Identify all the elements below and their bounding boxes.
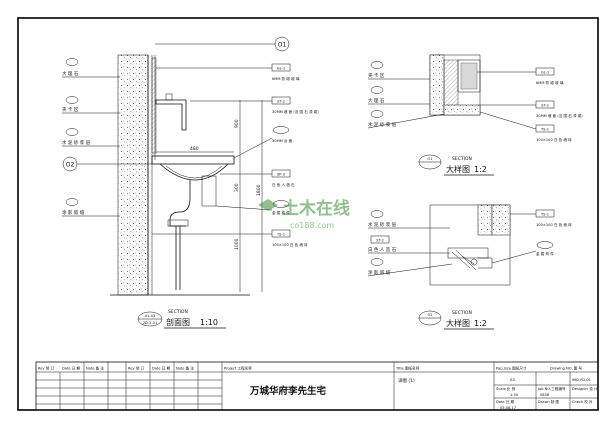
material-code: GL-1	[277, 67, 285, 71]
material-code: TS-1	[540, 128, 549, 132]
title-sub: 2D-2-01	[143, 321, 158, 325]
title-label: Title 图纸名称	[395, 366, 420, 371]
material-text: 6MM 防 磁 玻 璃	[536, 80, 564, 85]
rev-header: Note 备 注	[86, 366, 104, 371]
marker-label: O2	[66, 162, 75, 169]
watermark-brand: 土木在线	[282, 198, 350, 219]
title-section: SECTION	[452, 156, 472, 162]
title-main: 大样图	[446, 318, 470, 328]
drawing-title: 详图 (1)	[398, 377, 415, 384]
designer-label: Designer 设 计	[572, 386, 598, 391]
rev-header: Rev 修 订	[128, 366, 145, 371]
project-label: Project 工程名称	[224, 366, 252, 371]
watermark: 土木在线 co188.com	[258, 198, 350, 230]
drain-trap	[169, 180, 191, 227]
title-code: O1	[427, 157, 432, 161]
rev-header: Note 备 注	[176, 366, 194, 371]
callout-label: 夹 卡 区	[62, 106, 79, 113]
elevation-title: A1-03 2D-2-01 SECTION 剖面图 1:10	[137, 309, 226, 329]
callout-label: 涂 影 嵌 缝	[368, 269, 391, 276]
material-code: SP-3	[277, 173, 285, 177]
dim-text: 300	[234, 183, 240, 192]
drawn-label: Drawn 制 图	[538, 399, 560, 404]
date-label: Date 日 期	[496, 399, 514, 404]
detail1-left-callouts: 夹 卡 区 大 理 石 水 泥 砂 浆 层	[367, 61, 445, 129]
title-scale: 1:2	[474, 165, 487, 174]
section-elevation: O1 O2 900 480 300 1000 1800 大 理 石 夹 卡 区 …	[62, 36, 319, 329]
wall-hatch	[117, 54, 149, 296]
detail1-right-callouts: GL-1 6MM 防 磁 玻 璃 ST-2 30MM 墙 面 (法 国 石 漆 …	[477, 67, 583, 142]
title-block: Rev 修 订 Date 日 期 Note 备 注 Rev 修 订 Date 日…	[35, 361, 599, 411]
rev-header: Date 日 期	[62, 366, 80, 371]
material-code: ST-2	[376, 239, 384, 243]
material-code: GL-1	[541, 71, 549, 75]
detail2-title: O2 SECTION 大样图 1:2	[418, 310, 494, 330]
sheet-label: Drawing NO. 图 号	[550, 366, 582, 371]
material-text: 100×100 白 色 墙 砖	[536, 137, 572, 142]
material-text: 白 色 人 造 石	[272, 182, 295, 187]
material-text: 100×100 白 色 墙 砖	[536, 222, 572, 227]
material-code: TS-1	[276, 233, 285, 237]
dim-text: 900	[234, 119, 240, 128]
material-text: 6MM 防 磁 玻 璃	[272, 76, 300, 81]
title-main: 大样图	[446, 164, 470, 174]
watermark-logo-icon	[258, 199, 278, 211]
callout-label: 水 泥 砂 浆 层	[62, 139, 91, 146]
callout-label: 水 泥 砂 浆 层	[368, 121, 397, 128]
material-text: 30MM 台 面	[272, 138, 293, 143]
callout-label: 夹 卡 区	[368, 72, 385, 79]
right-callouts: GL-1 6MM 防 磁 玻 璃 ST-2 30MM 墙 面 (法 国 石 漆 …	[152, 63, 319, 247]
callout-label: 大 理 石	[62, 70, 79, 77]
faucet	[155, 99, 187, 131]
basin	[159, 163, 229, 181]
title-scale: 1:2	[474, 319, 487, 328]
watermark-url: co188.com	[290, 221, 334, 230]
material-text: 100×100 白 色 墙 砖	[272, 242, 308, 247]
title-section: SECTION	[168, 309, 188, 315]
detail-1: 夹 卡 区 大 理 石 水 泥 砂 浆 层 GL-1 6MM 防 磁 玻 璃 S…	[367, 54, 583, 176]
paper-label: Pap.Size 图纸尺寸	[496, 366, 527, 371]
left-callouts: 大 理 石 夹 卡 区 水 泥 砂 浆 层 涂 影 嵌 缝	[62, 58, 120, 217]
material-text: 金 属 构 件	[536, 251, 554, 256]
project-name: 万城华府李先生宅	[249, 385, 327, 397]
callout-label: 白 色 人 造 石	[368, 246, 397, 253]
material-text: 30MM 墙 面 (法 国 石 漆 裙)	[536, 113, 583, 118]
callout-label: 水 泥 砂 浆 层	[368, 221, 397, 228]
detail-2: 水 泥 砂 浆 层 ST-2 白 色 人 造 石 涂 影 嵌 缝 TS-1 10…	[367, 204, 572, 330]
job-label: Job NO.工程编号	[537, 386, 566, 391]
marker-label: O1	[278, 42, 287, 49]
detail1-title: O1 SECTION 大样图 1:2	[418, 154, 494, 176]
date-value: 05.08.17	[500, 406, 516, 410]
rev-header: Rev 修 订	[38, 366, 55, 371]
sheet-value: IMD-FD-01	[572, 378, 591, 382]
dim-text: 1000	[234, 238, 240, 250]
detail2-left-callouts: 水 泥 砂 浆 层 ST-2 白 色 人 造 石 涂 影 嵌 缝	[367, 210, 453, 277]
material-code: TS-1	[540, 213, 549, 217]
check-label: Check 校 对	[572, 399, 593, 404]
scale-value: 1:50	[510, 393, 519, 397]
callout-label: 大 理 石	[368, 97, 385, 104]
vanity-counter	[151, 155, 235, 165]
material-text: 金 属 构 件	[272, 210, 290, 215]
detail2-right-callouts: TS-1 100×100 白 色 墙 砖 金 属 构 件	[491, 209, 572, 264]
title-scale: 1:10	[200, 318, 218, 327]
dim-text: 480	[190, 146, 199, 152]
title-main: 剖面图	[166, 317, 190, 327]
title-section: SECTION	[452, 310, 472, 316]
rev-header: Date 日 期	[152, 366, 170, 371]
dim-text: 1800	[256, 184, 262, 196]
scale-label: Scale 比 例	[496, 386, 516, 391]
title-code: A1-03	[145, 314, 156, 318]
material-text: 30MM 墙 面 (法 国 石 漆 裙)	[272, 109, 319, 114]
title-code: O2	[427, 313, 432, 317]
paper-value: A3	[510, 378, 515, 382]
job-value: 0858	[540, 393, 550, 397]
callout-label: 涂 影 嵌 缝	[62, 209, 85, 216]
material-code: ST-2	[541, 104, 549, 108]
material-code: ST-2	[277, 100, 285, 104]
